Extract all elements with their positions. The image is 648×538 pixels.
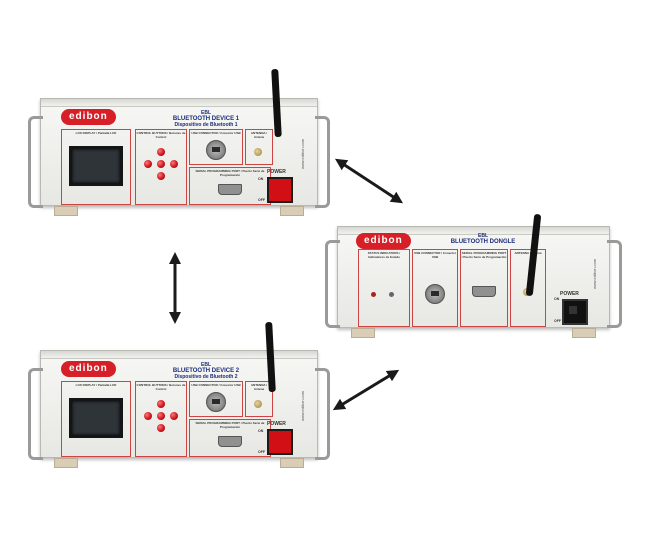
device-2-model: EBL — [201, 362, 211, 368]
device-1-buttons-panel: CONTROL BUTTONS / Botones de Control — [135, 129, 187, 205]
device-1-on-label: ON — [258, 177, 264, 181]
device-1-off-label: OFF — [258, 198, 265, 202]
device-1-title-en: BLUETOOTH DEVICE 1 — [172, 116, 240, 122]
device-1-model: EBL — [201, 110, 211, 116]
device-1-handle-left — [28, 116, 43, 208]
device-1-logo: edibon — [61, 109, 116, 125]
device-2-title-en: BLUETOOTH DEVICE 2 — [172, 368, 240, 374]
dongle-power-switch[interactable] — [562, 299, 588, 325]
device-1-top-strip — [41, 99, 317, 107]
dongle-handle-left — [325, 240, 340, 328]
device-2-button-left[interactable] — [144, 412, 152, 420]
device-2-foot-left — [54, 458, 78, 468]
dongle-serial-port[interactable] — [472, 286, 496, 297]
device-1-buttons-label: CONTROL BUTTONS / Botones de Control — [136, 131, 186, 139]
device-2-title: EBL BLUETOOTH DEVICE 2 Dispositivo de Bl… — [161, 362, 251, 380]
device-1-usb-label: USB CONNECTOR / Conector USB — [191, 131, 241, 135]
dongle-antenna-label: ANTENNA / Antena — [514, 251, 542, 255]
device-2-foot-right — [280, 458, 304, 468]
device-2-lcd-display — [69, 398, 123, 438]
dongle-title: EBL BLUETOOTH DONGLE — [443, 233, 523, 245]
device-1-serial-port[interactable] — [218, 184, 242, 195]
device-1-button-down[interactable] — [157, 172, 165, 180]
device-1-lcd-panel: LCD DISPLAY / Pantalla LCD — [61, 129, 131, 205]
dongle-serial-label: SERIAL PROGRAMMING PORT / Puerto Serie d… — [461, 251, 507, 259]
device-1-foot-right — [280, 206, 304, 216]
device-2-logo: edibon — [61, 361, 116, 377]
device-1-button-center[interactable] — [157, 160, 165, 168]
dongle-handle-right — [607, 240, 622, 328]
device-1-power-switch[interactable] — [267, 177, 293, 203]
dongle-top-strip — [338, 227, 609, 235]
dongle-model: EBL — [478, 233, 488, 239]
device-2-top-strip — [41, 351, 317, 359]
device-2-serial-label: SERIAL PROGRAMMING PORT / Puerto Serie d… — [195, 421, 265, 429]
dongle-status-led-2 — [389, 292, 394, 297]
device-1-power-label: POWER — [267, 169, 286, 175]
device-1-button-up[interactable] — [157, 148, 165, 156]
device-1-button-left[interactable] — [144, 160, 152, 168]
dongle-usb-port[interactable] — [425, 284, 445, 304]
device-1-title-es: Dispositivo de Bluetooth 1 — [174, 122, 238, 128]
device-2-usb-panel: USB CONNECTOR / Conector USB — [189, 381, 243, 417]
device-1-usb-panel: USB CONNECTOR / Conector USB — [189, 129, 243, 165]
device-2-lcd-label: LCD DISPLAY / Pantalla LCD — [75, 383, 117, 387]
dongle-usb-label: USB CONNECTOR / Conector USB — [413, 251, 457, 259]
device-2-on-label: ON — [258, 429, 264, 433]
device-2-usb-port[interactable] — [206, 392, 226, 412]
device-1-antenna-label: ANTENNA / Antena — [250, 131, 268, 139]
device-2-antenna-panel: ANTENNA / Antena — [245, 381, 273, 417]
device-2-usb-label: USB CONNECTOR / Conector USB — [191, 383, 241, 387]
device-2-power-switch[interactable] — [267, 429, 293, 455]
dongle-serial-panel: SERIAL PROGRAMMING PORT / Puerto Serie d… — [460, 249, 508, 327]
dongle-status-label: STATUS INDICATORS / Indicadores de Estad… — [367, 251, 401, 259]
dongle-foot-left — [351, 328, 375, 338]
device-2-buttons-panel: CONTROL BUTTONS / Botones de Control — [135, 381, 187, 457]
arrow-device1-dongle — [334, 158, 404, 204]
device-1-lcd-label: LCD DISPLAY / Pantalla LCD — [75, 131, 117, 135]
device-2-button-right[interactable] — [170, 412, 178, 420]
device-1-serial-label: SERIAL PROGRAMMING PORT / Puerto Serie d… — [195, 169, 265, 177]
device-2-title-es: Dispositivo de Bluetooth 2 — [174, 374, 238, 380]
device-1-antenna-panel: ANTENNA / Antena — [245, 129, 273, 165]
device-2-off-label: OFF — [258, 450, 265, 454]
device-2-lcd-panel: LCD DISPLAY / Pantalla LCD — [61, 381, 131, 457]
device-2-handle-left — [28, 368, 43, 460]
device-2-serial-port[interactable] — [218, 436, 242, 447]
device-1-lcd-display — [69, 146, 123, 186]
device-1-button-right[interactable] — [170, 160, 178, 168]
device-2-buttons-label: CONTROL BUTTONS / Botones de Control — [136, 383, 186, 391]
dongle-foot-right — [572, 328, 596, 338]
arrow-device2-dongle — [332, 369, 400, 411]
device-1-title: EBL BLUETOOTH DEVICE 1 Dispositivo de Bl… — [161, 110, 251, 128]
device-1-antenna-base — [254, 148, 262, 156]
device-2-antenna-label: ANTENNA / Antena — [250, 383, 268, 391]
dongle-usb-panel: USB CONNECTOR / Conector USB — [412, 249, 458, 327]
dongle-case: edibon EBL BLUETOOTH DONGLE STATUS INDIC… — [337, 226, 610, 328]
dongle-status-led-1 — [371, 292, 376, 297]
device-1-usb-port[interactable] — [206, 140, 226, 160]
device-1-handle-right — [315, 116, 330, 208]
device-1-case: edibon EBL BLUETOOTH DEVICE 1 Dispositiv… — [40, 98, 318, 206]
bluetooth-device-1: edibon EBL BLUETOOTH DEVICE 1 Dispositiv… — [28, 98, 330, 216]
device-1-foot-left — [54, 206, 78, 216]
device-2-power-label: POWER — [267, 421, 286, 427]
dongle-on-label: ON — [554, 297, 560, 301]
dongle-title-en: BLUETOOTH DONGLE — [450, 239, 516, 245]
device-2-button-center[interactable] — [157, 412, 165, 420]
device-2-button-up[interactable] — [157, 400, 165, 408]
dongle-off-label: OFF — [554, 319, 561, 323]
device-2-button-down[interactable] — [157, 424, 165, 432]
device-2-antenna-base — [254, 400, 262, 408]
bluetooth-dongle: edibon EBL BLUETOOTH DONGLE STATUS INDIC… — [325, 226, 622, 338]
dongle-status-panel: STATUS INDICATORS / Indicadores de Estad… — [358, 249, 410, 327]
device-2-handle-right — [315, 368, 330, 460]
dongle-logo: edibon — [356, 233, 411, 249]
dongle-power-label: POWER — [560, 291, 579, 297]
